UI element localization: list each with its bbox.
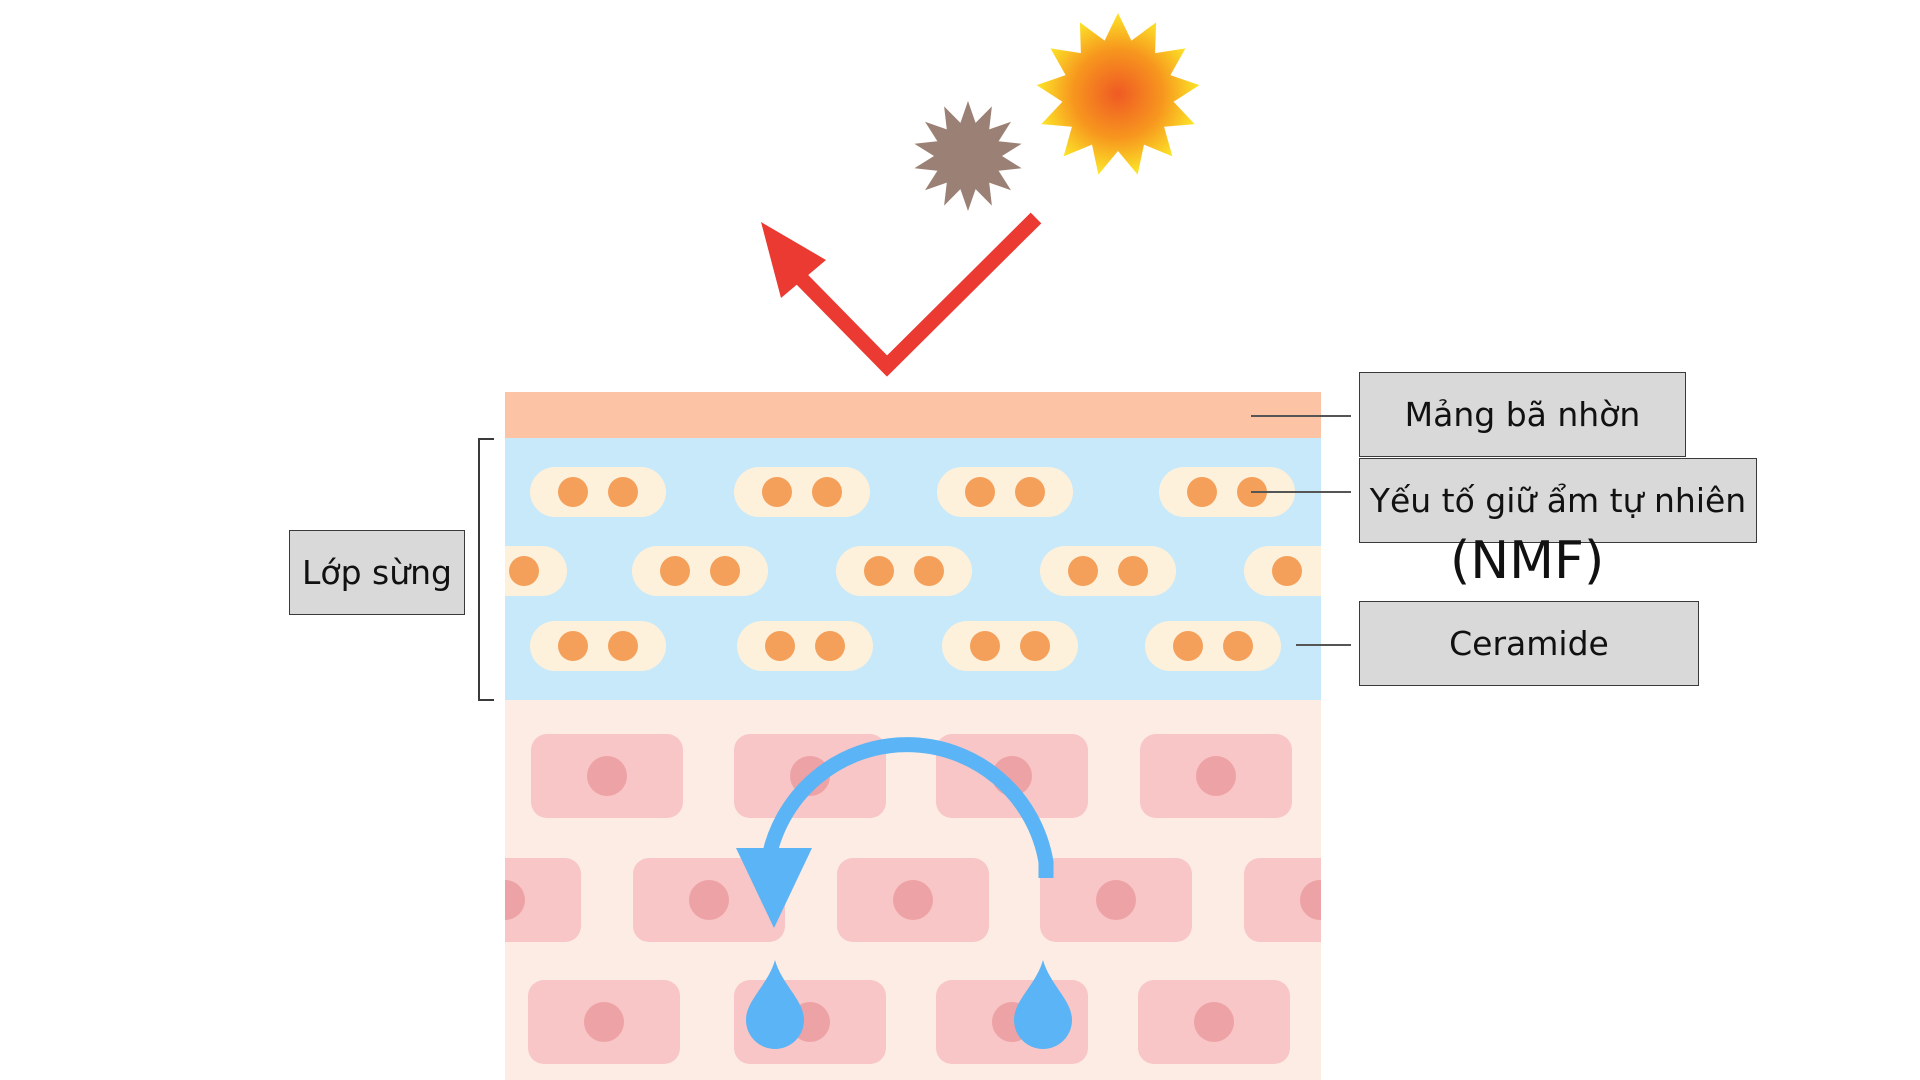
ceramide-pills: [505, 467, 1352, 671]
nmf-dot: [710, 556, 740, 586]
nmf-dot: [1223, 631, 1253, 661]
cell-nucleus: [1096, 880, 1136, 920]
nmf-dot: [815, 631, 845, 661]
moisture-circulation-arrow-icon: [736, 737, 1054, 928]
nmf-dot: [509, 556, 539, 586]
cell-nucleus: [587, 756, 627, 796]
nmf-label-text: Yếu tố giữ ẩm tự nhiên: [1369, 481, 1747, 520]
nmf-dot: [1322, 556, 1352, 586]
ceramide-label: Ceramide: [1359, 601, 1699, 686]
nmf-dot: [1118, 556, 1148, 586]
ceramide-pill: [530, 621, 666, 671]
nmf-dot: [965, 477, 995, 507]
sebum-film-label: Mảng bã nhờn: [1359, 372, 1686, 457]
nmf-dot: [558, 631, 588, 661]
ceramide-pill: [942, 621, 1078, 671]
nmf-dot: [970, 631, 1000, 661]
water-drop-icon: [746, 960, 804, 1049]
cell-nucleus: [1196, 756, 1236, 796]
stratum-corneum-label-text: Lớp sừng: [302, 553, 452, 592]
ceramide-pill: [530, 467, 666, 517]
epidermis-cell: [505, 858, 581, 942]
stratum-corneum-label: Lớp sừng: [289, 530, 465, 615]
ceramide-pill: [1040, 546, 1176, 596]
nmf-dot: [864, 556, 894, 586]
nmf-dot: [914, 556, 944, 586]
cell-nucleus: [1300, 880, 1321, 920]
ceramide-pill: [836, 546, 972, 596]
nmf-dot: [608, 477, 638, 507]
nmf-dot: [1020, 631, 1050, 661]
sun-icon: [1036, 13, 1200, 175]
sebum-film-label-text: Mảng bã nhờn: [1404, 395, 1641, 434]
epidermis-cell: [1244, 858, 1321, 942]
cell-nucleus: [584, 1002, 624, 1042]
ceramide-pill: [1159, 467, 1295, 517]
ceramide-label-text: Ceramide: [1449, 624, 1609, 663]
ceramide-pill: [737, 621, 873, 671]
nmf-dot: [812, 477, 842, 507]
ceramide-pill: [632, 546, 768, 596]
cell-nucleus: [689, 880, 729, 920]
sebum-film-layer: [505, 392, 1321, 438]
deflect-arrow-icon: [761, 212, 1042, 377]
ceramide-pill: [734, 467, 870, 517]
ceramide-pill: [1244, 546, 1321, 596]
ceramide-pill: [1145, 621, 1281, 671]
nmf-dot: [558, 477, 588, 507]
nmf-dot: [1068, 556, 1098, 586]
cell-nucleus: [893, 880, 933, 920]
nmf-dot: [1173, 631, 1203, 661]
cell-nucleus: [1194, 1002, 1234, 1042]
nmf-dot: [660, 556, 690, 586]
water-drop-icon: [1014, 960, 1072, 1049]
nmf-dot: [1272, 556, 1302, 586]
nmf-dot: [1187, 477, 1217, 507]
nmf-dot: [765, 631, 795, 661]
nmf-label: Yếu tố giữ ẩm tự nhiên: [1359, 458, 1757, 543]
pollutant-icon: [914, 101, 1022, 211]
ceramide-pill: [937, 467, 1073, 517]
stratum-bracket: [478, 438, 494, 701]
nmf-dot: [608, 631, 638, 661]
nmf-abbreviation: (NMF): [1450, 531, 1605, 591]
nmf-dot: [762, 477, 792, 507]
cell-nucleus: [505, 880, 525, 920]
nmf-dot: [1015, 477, 1045, 507]
